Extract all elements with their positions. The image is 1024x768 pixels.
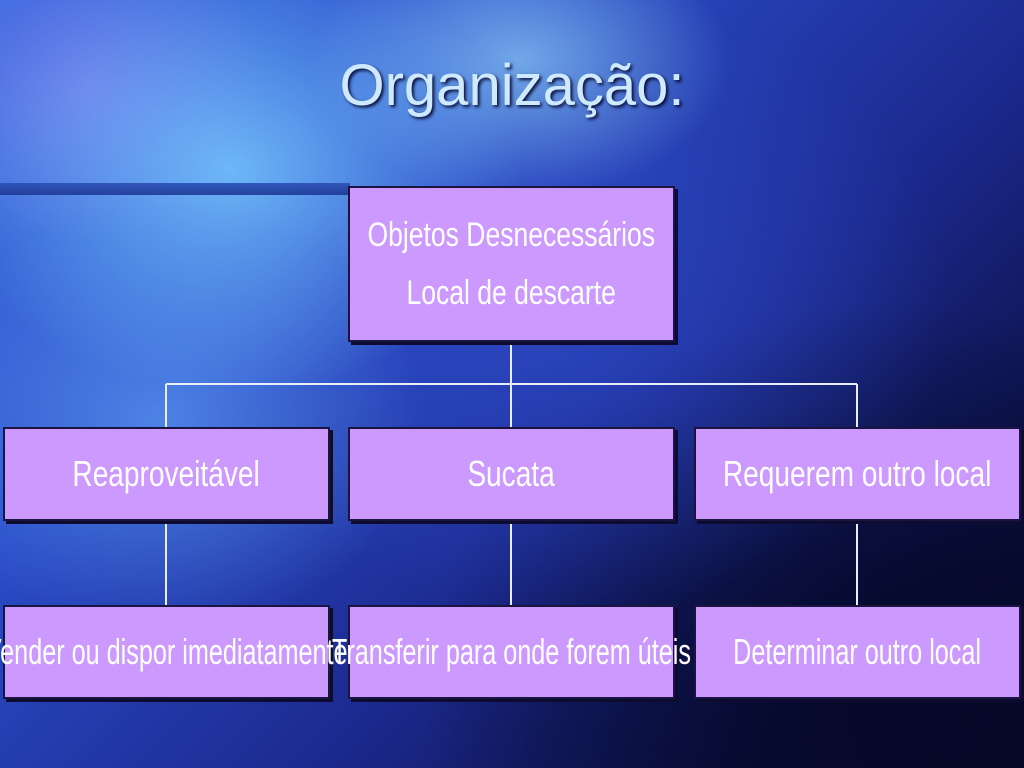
- category-label: Sucata: [467, 453, 556, 494]
- action-node-transferir: Transferir para onde forem úteis: [332, 605, 691, 699]
- category-node-requerem-outro-local: Requerem outro local: [694, 427, 1021, 521]
- category-node-reaproveitavel: Reaproveitável: [3, 427, 330, 521]
- action-label: Determinar outro local: [733, 631, 982, 672]
- category-label: Reaproveitável: [72, 453, 261, 494]
- slide-title: Organização:: [339, 53, 685, 118]
- action-node-determinar: Determinar outro local: [694, 605, 1021, 699]
- action-label: Vender ou dispor imediatamente: [0, 631, 348, 672]
- category-label: Requerem outro local: [723, 453, 992, 494]
- action-label: Transferir para onde forem úteis: [331, 631, 692, 672]
- action-node-vender: Vender ou dispor imediatamente: [0, 605, 348, 699]
- root-node-line2: Local de descarte: [406, 274, 617, 312]
- root-node: Objetos Desnecessários Local de descarte: [348, 186, 675, 342]
- title-accent-bar: [0, 183, 350, 195]
- root-node-line1: Objetos Desnecessários: [367, 216, 656, 254]
- category-node-sucata: Sucata: [348, 427, 675, 521]
